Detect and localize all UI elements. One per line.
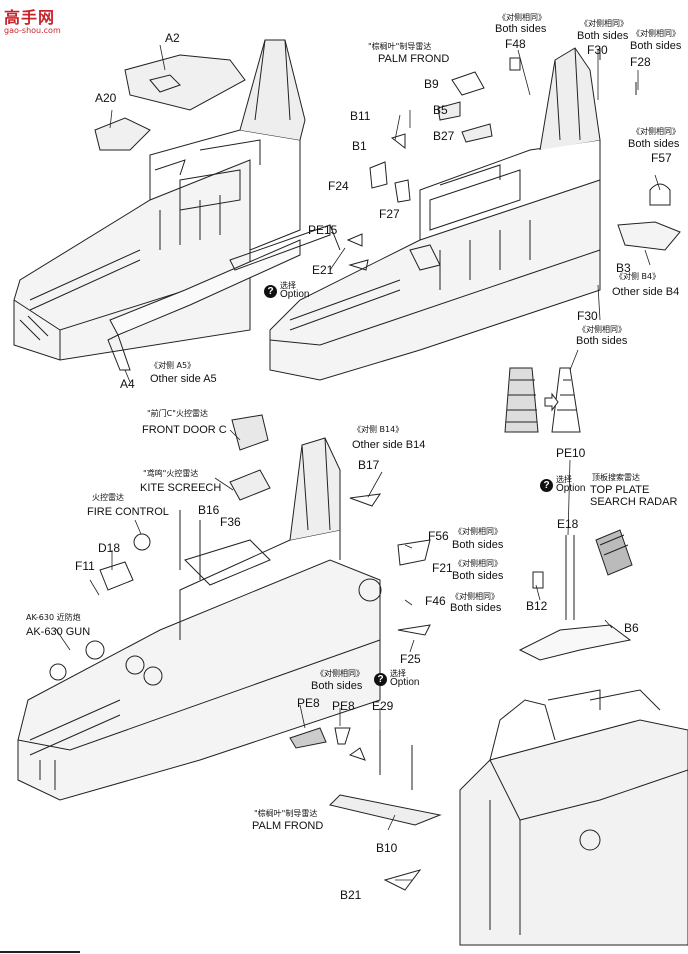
label-f25: F25 <box>400 652 421 666</box>
label-both-cn: 《对侧相同》 <box>316 669 364 678</box>
option-icon: ? <box>374 672 387 686</box>
label-b16: B16 <box>198 503 220 517</box>
label-f11: F11 <box>75 559 95 573</box>
option-icon: ? <box>540 478 553 492</box>
label-pe15: PE15 <box>308 223 338 237</box>
label-f56: F56 <box>428 529 449 543</box>
label-b5: B5 <box>433 103 448 117</box>
label-top-en2: SEARCH RADAR <box>590 496 678 508</box>
label-f21-cn: 《对侧相同》 <box>454 559 502 568</box>
mast-assembly <box>518 529 633 661</box>
watermark-mark: 高手网 <box>4 8 56 27</box>
label-kite-cn: "鸢鸣"火控雷达 <box>143 469 199 478</box>
label-e18: E18 <box>557 517 579 531</box>
label-e21: E21 <box>312 263 334 277</box>
label-kite-en: KITE SCREECH <box>140 482 222 494</box>
label-b14-cn: 《对侧 B14》 <box>353 425 404 434</box>
pe10-mesh <box>504 367 581 433</box>
label-b14-en: Other side B14 <box>352 439 426 451</box>
label-f30a-en: Both sides <box>577 30 629 42</box>
label-palm2-cn: "棕榈叶"制导雷达 <box>254 809 318 818</box>
label-b11: B11 <box>350 109 371 123</box>
label-f57-cn: 《对侧相同》 <box>632 127 680 136</box>
label-f57: F57 <box>651 151 672 165</box>
watermark-url: gao-shou.com <box>4 26 61 35</box>
label-f28-cn: 《对侧相同》 <box>632 29 680 38</box>
label-b3: B3 <box>616 261 631 275</box>
label-fire-en: FIRE CONTROL <box>87 506 169 518</box>
label-f27: F27 <box>379 207 400 221</box>
label-f56-en: Both sides <box>452 539 504 551</box>
label-a20: A20 <box>95 91 117 105</box>
label-front-cn: "前门C"火控雷达 <box>147 409 208 418</box>
label-f48: F48 <box>505 37 526 51</box>
label-f46-cn: 《对侧相同》 <box>451 592 499 601</box>
label-e29: E29 <box>372 699 394 713</box>
hull-section-4 <box>459 689 688 946</box>
label-b4-cn: 《对侧 B4》 <box>615 272 661 281</box>
label-b6: B6 <box>624 621 639 635</box>
label-f24: F24 <box>328 179 349 193</box>
label-a5-cn: 《对侧 A5》 <box>150 361 196 370</box>
label-pe8b: PE8 <box>332 699 355 713</box>
label-b4-en: Other side B4 <box>612 286 680 298</box>
label-f36: F36 <box>220 515 241 529</box>
small-parts <box>289 48 637 891</box>
label-palm1-cn: "棕榈叶"制导雷达 <box>368 42 432 51</box>
label-a2: A2 <box>165 31 180 45</box>
label-b21: B21 <box>340 888 362 902</box>
label-pe8a: PE8 <box>297 696 320 710</box>
label-both-en: Both sides <box>311 680 363 692</box>
label-f21-en: Both sides <box>452 570 504 582</box>
label-f28: F28 <box>630 55 651 69</box>
option-icon: ? <box>264 284 277 298</box>
label-f46-en: Both sides <box>450 602 502 614</box>
label-top-cn: 顶板搜索雷达 <box>592 473 640 482</box>
label-pe10: PE10 <box>556 446 586 460</box>
label-f30a: F30 <box>587 43 608 57</box>
hull-section-1 <box>13 39 341 371</box>
label-b10: B10 <box>376 841 398 855</box>
label-b1: B1 <box>352 139 367 153</box>
label-f48-cn: 《对侧相同》 <box>498 13 546 22</box>
watermark-logo: 高手网 gao-shou.com <box>4 4 61 35</box>
label-f30b-en: Both sides <box>576 335 628 347</box>
label-palm1-en: PALM FROND <box>378 53 450 65</box>
label-front-en: FRONT DOOR C <box>142 424 227 436</box>
label-f28-en: Both sides <box>630 40 682 52</box>
hull-section-2 <box>269 47 681 381</box>
label-f57-en: Both sides <box>628 138 680 150</box>
label-f30b: F30 <box>577 309 598 323</box>
label-palm2-en: PALM FROND <box>252 820 324 832</box>
label-f21: F21 <box>432 561 453 575</box>
label-d18: D18 <box>98 541 121 555</box>
label-b9: B9 <box>424 77 439 91</box>
label-f48-en: Both sides <box>495 23 547 35</box>
label-ak-cn: AK-630 近防炮 <box>26 613 81 622</box>
label-f30a-cn: 《对侧相同》 <box>580 19 628 28</box>
label-f56-cn: 《对侧相同》 <box>454 527 502 536</box>
label-top-en1: TOP PLATE <box>590 484 650 496</box>
label-a4: A4 <box>120 377 135 391</box>
label-f30b-cn: 《对侧相同》 <box>578 325 626 334</box>
leader-lines <box>54 44 661 881</box>
label-fire-cn: 火控雷达 <box>92 493 124 502</box>
hull-section-3 <box>17 414 382 801</box>
label-ak-en: AK-630 GUN <box>26 626 91 638</box>
label-b12: B12 <box>526 599 548 613</box>
label-f46: F46 <box>425 594 446 608</box>
label-b17: B17 <box>358 458 380 472</box>
label-a5-en: Other side A5 <box>150 373 217 385</box>
label-b27: B27 <box>433 129 455 143</box>
